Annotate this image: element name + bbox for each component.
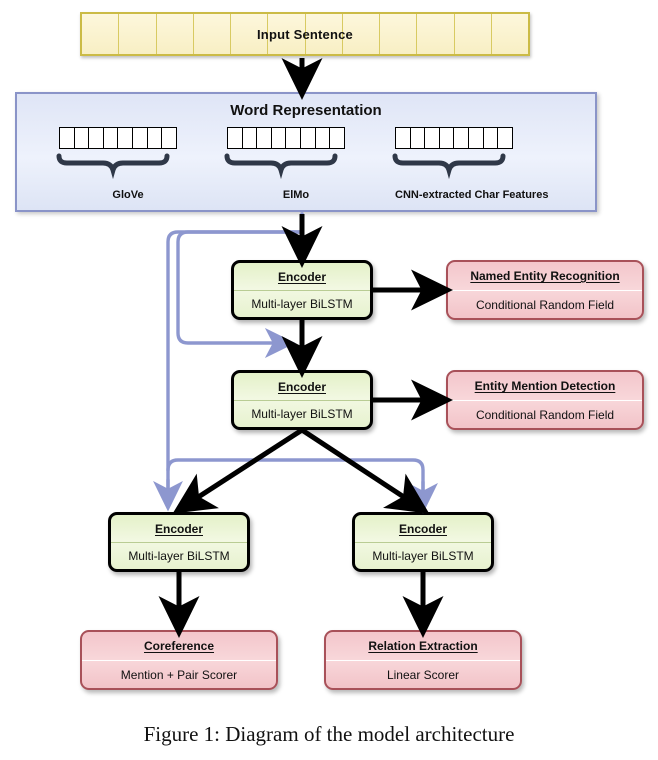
arrow-encoder2-to-encoder4 — [300, 427, 430, 514]
skip-connection-2-right-branch — [166, 458, 425, 500]
task-box-entity-mention-detection[interactable]: Entity Mention Detection Conditional Ran… — [446, 370, 644, 430]
encoder-title: Encoder — [277, 379, 326, 394]
embedding-label-elmo: ElMo — [282, 189, 310, 201]
embedding-cells — [59, 127, 197, 149]
task-subtitle: Linear Scorer — [326, 660, 520, 688]
embedding-label-char-cnn: CNN-extracted Char Features — [395, 189, 549, 201]
encoder-title: Encoder — [398, 521, 447, 536]
task-subtitle: Conditional Random Field — [448, 400, 642, 428]
embedding-group-glove: GloVe — [59, 127, 197, 201]
task-title: Named Entity Recognition — [470, 269, 620, 283]
encoder-title: Encoder — [154, 521, 203, 536]
task-subtitle: Conditional Random Field — [448, 290, 642, 318]
encoder-subtitle: Multi-layer BiLSTM — [355, 542, 491, 569]
embedding-cells — [227, 127, 365, 149]
embedding-group-elmo: ElMo — [227, 127, 365, 201]
skip-connection-2-trunk — [166, 212, 304, 498]
task-title: Relation Extraction — [368, 639, 478, 653]
input-sentence-label: Input Sentence — [257, 26, 353, 42]
encoder-box-4[interactable]: Encoder Multi-layer BiLSTM — [352, 512, 494, 572]
arrow-encoder2-to-encoder3 — [172, 427, 304, 514]
input-sentence-cells — [82, 14, 528, 54]
word-representation-title: Word Representation — [230, 102, 382, 119]
encoder-subtitle: Multi-layer BiLSTM — [111, 542, 247, 569]
encoder-subtitle: Multi-layer BiLSTM — [234, 400, 370, 427]
task-title: Entity Mention Detection — [474, 379, 616, 393]
encoder-title: Encoder — [277, 269, 326, 284]
encoder-box-3[interactable]: Encoder Multi-layer BiLSTM — [108, 512, 250, 572]
task-subtitle: Mention + Pair Scorer — [82, 660, 276, 688]
embedding-cells — [395, 127, 533, 149]
input-sentence-box: Input Sentence — [80, 12, 530, 56]
task-box-named-entity-recognition[interactable]: Named Entity Recognition Conditional Ran… — [446, 260, 644, 320]
embedding-group-char-cnn: CNN-extracted Char Features — [395, 127, 548, 201]
task-box-relation-extraction[interactable]: Relation Extraction Linear Scorer — [324, 630, 522, 690]
word-representation-panel: Word Representation GloVe ElMo CNN-extra… — [15, 92, 597, 212]
task-box-coreference[interactable]: Coreference Mention + Pair Scorer — [80, 630, 278, 690]
figure-caption: Figure 1: Diagram of the model architect… — [143, 722, 515, 746]
embedding-label-glove: GloVe — [112, 189, 144, 201]
encoder-box-2[interactable]: Encoder Multi-layer BiLSTM — [231, 370, 373, 430]
task-title: Coreference — [143, 639, 215, 653]
encoder-subtitle: Multi-layer BiLSTM — [234, 290, 370, 317]
encoder-box-1[interactable]: Encoder Multi-layer BiLSTM — [231, 260, 373, 320]
